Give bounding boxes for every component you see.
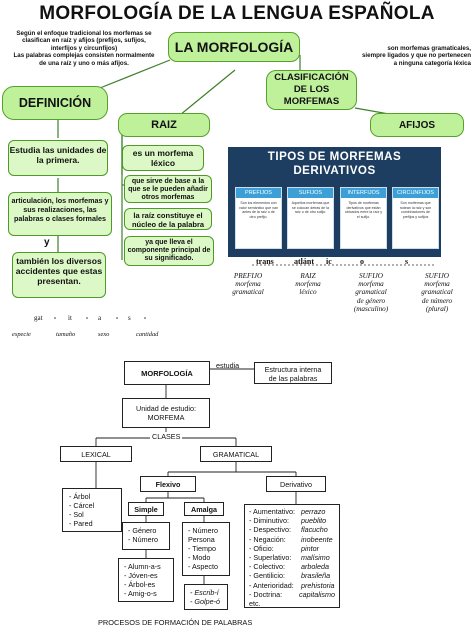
flow-clases: CLASES	[150, 432, 183, 441]
morph-separators	[252, 264, 435, 266]
raiz-item-d: ya que lleva el componente principal de …	[124, 236, 214, 266]
flow-flexivo: Flexivo	[140, 476, 196, 492]
flow-estudia: estudia	[216, 361, 240, 370]
def-item-c: también los diversos accidentes que esta…	[12, 252, 106, 298]
morph-o: o	[360, 257, 364, 266]
definicion-node: DEFINICIÓN	[2, 86, 108, 120]
label-sexo: sexo	[98, 331, 110, 338]
flow-derivativo: Derivativo	[266, 476, 326, 492]
raiz-item-c: la raíz constituye el núcleo de la palab…	[124, 208, 212, 230]
flow-simple-items: - Género- Número	[122, 522, 170, 550]
gato-separators	[54, 317, 146, 319]
afijos-node: AFIJOS	[370, 113, 464, 137]
page-title: MORFOLOGÍA DE LA LENGUA ESPAÑOLA	[39, 3, 435, 24]
morph-s-small: s	[128, 314, 131, 322]
flow-simple-examples: - Alumn-a-s- Jóven-es- Árbol-es- Amig-o-…	[118, 558, 174, 602]
morph-ic: ic	[326, 257, 332, 266]
def-item-a: Estudia las unidades de la primera.	[8, 140, 108, 176]
raiz-item-b: que sirve de base a la que se le pueden …	[124, 175, 212, 203]
flow-lexical: LEXICAL	[60, 446, 132, 462]
flow-lexical-items: - Árbol- Cárcel- Sol- Pared	[62, 488, 122, 532]
flow-morfologia: MORFOLOGÍA	[124, 361, 210, 385]
def-connector-y: y	[44, 237, 50, 248]
morph-it: it	[68, 314, 72, 322]
def-item-b: articulación, los morfemas y sus realiza…	[8, 192, 112, 236]
morph-gat: gat	[34, 314, 43, 322]
morph-trans: trans	[256, 257, 274, 266]
flow-footer: PROCESOS DE FORMACIÓN DE PALABRAS	[98, 618, 253, 627]
flow-amalga: Amalga	[184, 502, 224, 516]
morph-a: a	[98, 314, 102, 322]
raiz-item-a: es un morfema léxico	[122, 145, 204, 171]
flow-unidad: Unidad de estudio:MORFEMA	[122, 398, 210, 428]
main-node: LA MORFOLOGÍA	[168, 32, 300, 62]
label-especie: especie	[12, 331, 31, 338]
morph-atlant: atlánt	[294, 257, 314, 266]
note-right: son morfemas gramaticales,siempre ligado…	[361, 45, 471, 67]
note-left: Según el enfoque tradicional los morfema…	[13, 30, 155, 67]
flow-amalga-examples: - Escrib-í- Golpe-ó	[184, 584, 228, 610]
raiz-node: RAIZ	[118, 113, 210, 137]
morph-s: s	[405, 257, 409, 266]
flow-simple: Simple	[128, 502, 164, 516]
flow-derivativo-items: - Aumentativo:perrazo - Diminutivo:puebl…	[244, 504, 340, 608]
label-tamano: tamaño	[56, 331, 76, 338]
flow-gramatical: GRAMATICAL	[200, 446, 272, 462]
label-cantidad: cantidad	[136, 331, 159, 338]
